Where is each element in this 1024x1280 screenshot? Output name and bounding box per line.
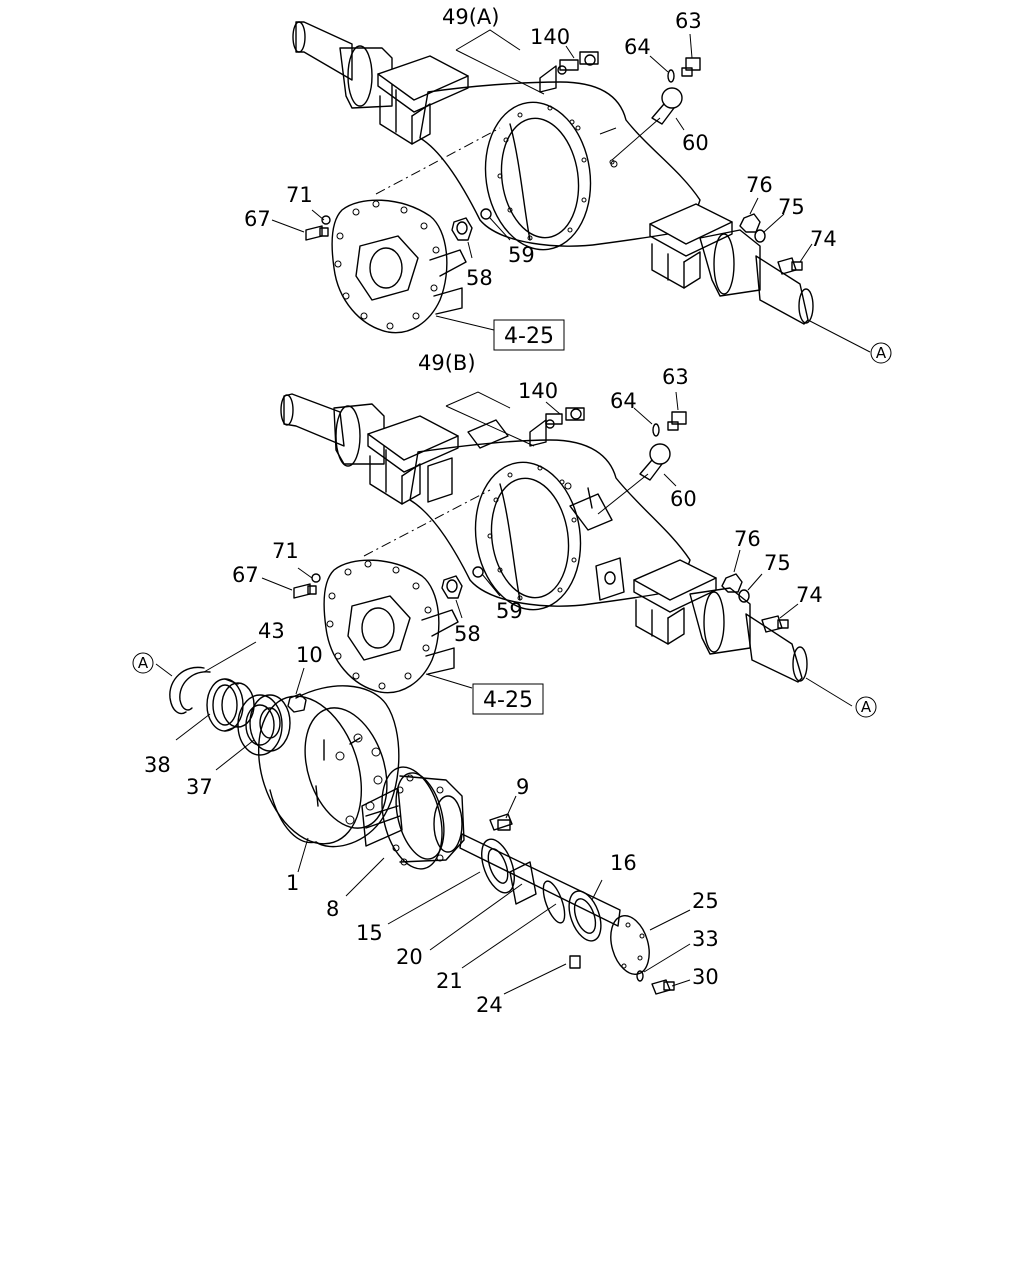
label-67b: 67 — [232, 563, 259, 587]
label-74b: 74 — [796, 583, 823, 607]
plug-63b — [667, 411, 687, 431]
label-33: 33 — [692, 927, 719, 951]
label-75b: 75 — [764, 551, 791, 575]
label-63b: 63 — [662, 365, 689, 389]
label-15: 15 — [356, 921, 383, 945]
label-38: 38 — [144, 753, 171, 777]
label-43: 43 — [258, 619, 285, 643]
oil-seal-38 — [206, 678, 255, 732]
axle-housing-b — [280, 393, 808, 694]
ref-box-top[interactable]: 4-25 — [493, 319, 565, 351]
svg-text:4-25: 4-25 — [504, 324, 554, 349]
label-9: 9 — [516, 775, 529, 799]
breather-60b — [639, 443, 671, 481]
label-30: 30 — [692, 965, 719, 989]
axle-housing-a — [292, 21, 814, 334]
marker-a-bottom: A — [855, 696, 877, 718]
svg-text:4-25: 4-25 — [483, 688, 533, 713]
label-63a: 63 — [675, 9, 702, 33]
label-25: 25 — [692, 889, 719, 913]
label-71b: 71 — [272, 539, 299, 563]
bolt-140a — [557, 51, 599, 75]
bolt-74b — [761, 615, 789, 633]
marker-a-top: A — [870, 342, 892, 364]
bolt-24 — [569, 955, 581, 969]
part-labels: 49(A) 140 64 63 60 71 67 58 59 76 75 74 … — [144, 5, 837, 1017]
nut-76b — [721, 573, 743, 593]
bolt-140b — [545, 407, 585, 429]
label-71a: 71 — [286, 183, 313, 207]
leader-lines — [155, 29, 871, 995]
label-74a: 74 — [810, 227, 837, 251]
label-59b: 59 — [496, 599, 523, 623]
label-49a: 49(A) — [442, 5, 499, 29]
nut-58b — [441, 575, 463, 599]
label-1: 1 — [286, 871, 299, 895]
label-8: 8 — [326, 897, 339, 921]
label-59a: 59 — [508, 243, 535, 267]
label-67a: 67 — [244, 207, 271, 231]
svg-text:A: A — [876, 344, 887, 362]
label-10: 10 — [296, 643, 323, 667]
bearing-37 — [237, 694, 291, 756]
label-76b: 76 — [734, 527, 761, 551]
nut-76a — [739, 213, 761, 233]
shaft-and-bearings — [459, 833, 650, 975]
label-64b: 64 — [610, 389, 637, 413]
snap-ring-43 — [169, 666, 211, 715]
bolt-30 — [651, 979, 675, 995]
brake-drum-1 — [257, 685, 400, 848]
label-49b: 49(B) — [418, 351, 476, 375]
label-60a: 60 — [682, 131, 709, 155]
label-140a: 140 — [530, 25, 570, 49]
bolt-67b — [293, 583, 317, 599]
nut-10 — [287, 693, 307, 713]
hub-8 — [361, 766, 465, 870]
label-37: 37 — [186, 775, 213, 799]
bolt-67a — [305, 225, 329, 241]
label-58b: 58 — [454, 622, 481, 646]
label-16: 16 — [610, 851, 637, 875]
label-20: 20 — [396, 945, 423, 969]
label-24: 24 — [476, 993, 503, 1017]
breather-60a — [651, 87, 683, 125]
label-75a: 75 — [778, 195, 805, 219]
label-58a: 58 — [466, 266, 493, 290]
stud-9 — [489, 813, 513, 831]
plug-63a — [681, 57, 701, 77]
label-64a: 64 — [624, 35, 651, 59]
label-76a: 76 — [746, 173, 773, 197]
label-21: 21 — [436, 969, 463, 993]
svg-text:A: A — [861, 698, 872, 716]
ref-box-bottom[interactable]: 4-25 — [472, 683, 544, 715]
nut-58a — [451, 217, 473, 241]
wheel-hub-assembly — [169, 666, 675, 995]
label-60b: 60 — [670, 487, 697, 511]
bolt-74a — [777, 257, 803, 275]
marker-a-left: A — [132, 652, 154, 674]
label-140b: 140 — [518, 379, 558, 403]
svg-text:A: A — [138, 654, 149, 672]
